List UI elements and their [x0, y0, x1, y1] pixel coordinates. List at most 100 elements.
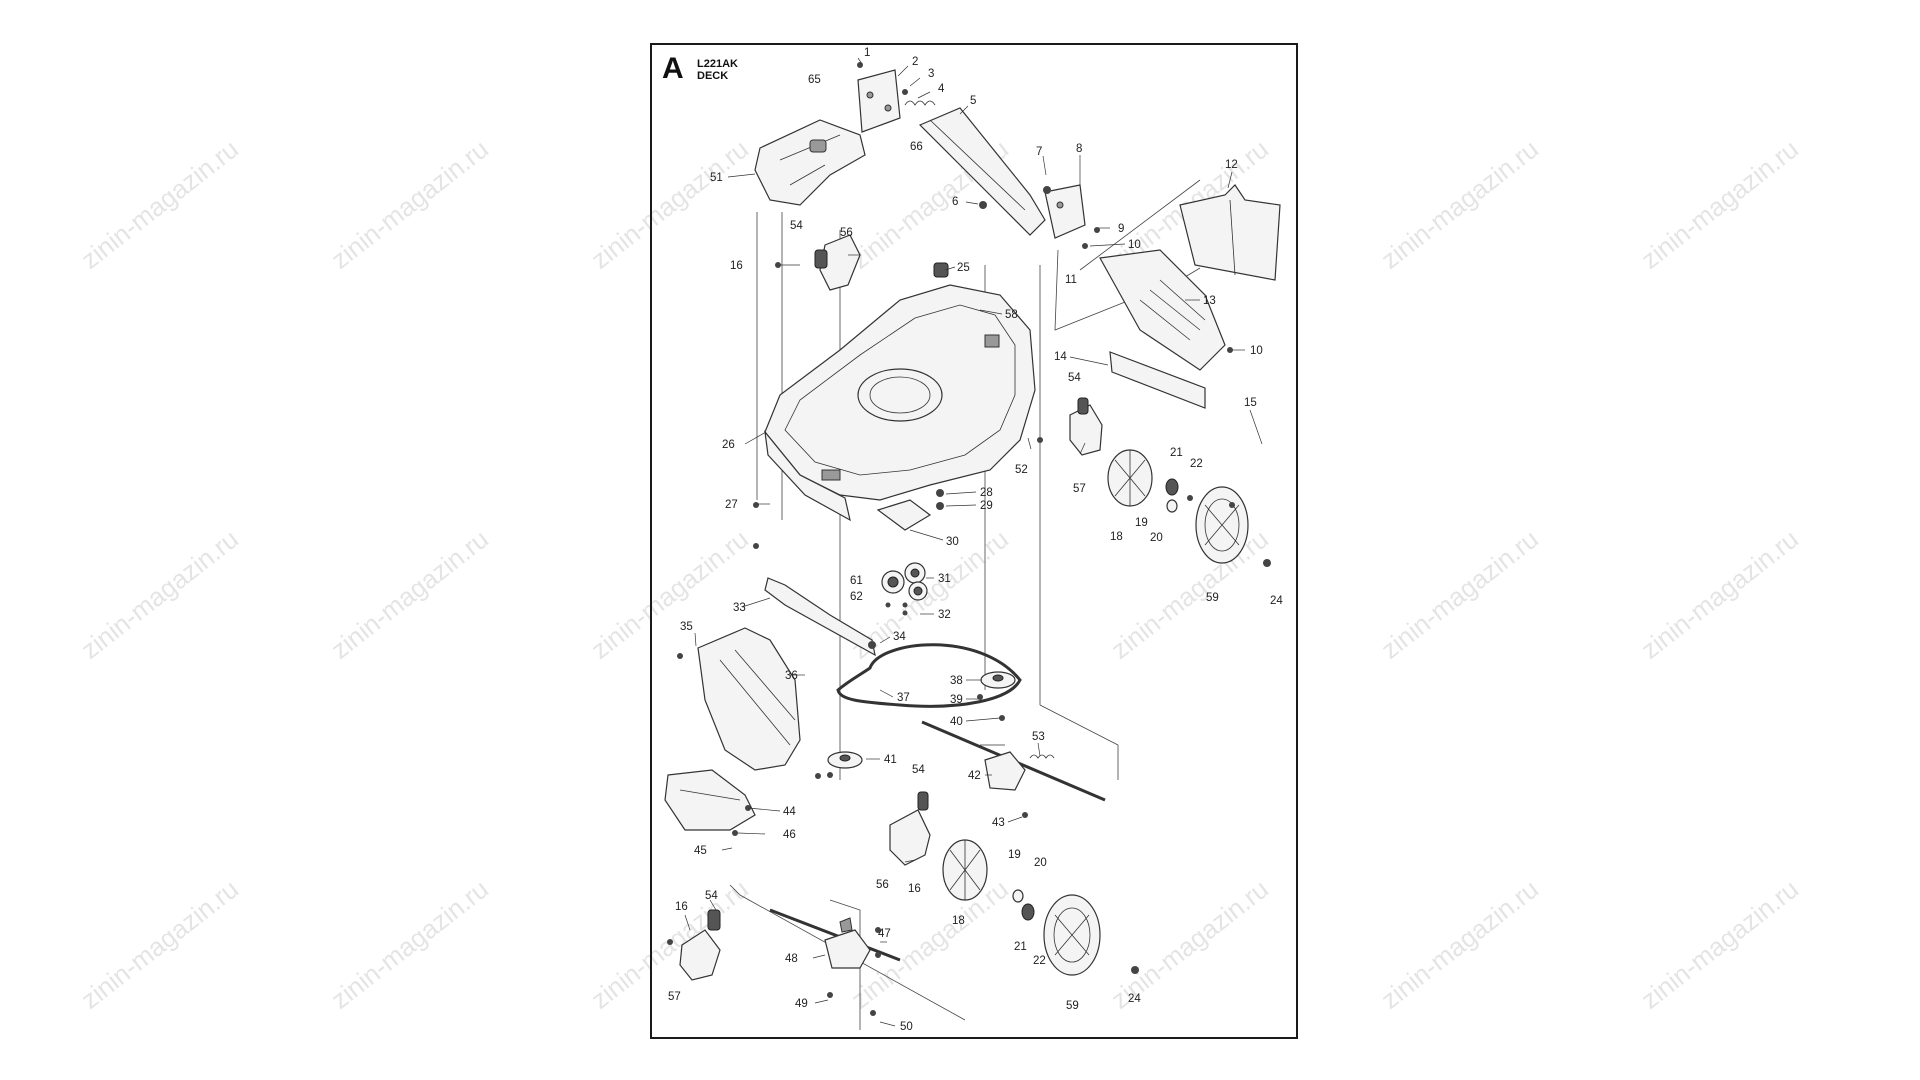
- rear-bushing: [1012, 889, 1035, 921]
- part-label: 21: [1014, 941, 1027, 953]
- spring: [904, 100, 936, 106]
- part-label: 43: [992, 817, 1005, 829]
- part-label: 13: [1203, 295, 1216, 307]
- part-label: 37: [897, 692, 910, 704]
- part-label: 53: [1032, 731, 1045, 743]
- part-label: 3: [928, 68, 934, 80]
- part-label: 56: [840, 227, 853, 239]
- part-label: 12: [1225, 159, 1238, 171]
- rear-flap: [664, 769, 756, 831]
- watermark: zinin-magazin.ru: [1375, 874, 1544, 1015]
- part-label: 58: [1005, 309, 1018, 321]
- part-label: 49: [795, 998, 808, 1010]
- handle: [918, 107, 1046, 236]
- part-label: 29: [980, 500, 993, 512]
- part-label: 36: [785, 670, 798, 682]
- part-label: 14: [1054, 351, 1067, 363]
- mower-deck: [764, 284, 1036, 522]
- rear-wheel-rim: [942, 839, 988, 901]
- part-label: 8: [1076, 143, 1082, 155]
- part-label: 5: [970, 95, 976, 107]
- part-label: 59: [1066, 1000, 1079, 1012]
- pulley-lower: [827, 751, 863, 769]
- part-label: 22: [1033, 955, 1046, 967]
- part-label: 15: [1244, 397, 1257, 409]
- watermark: zinin-magazin.ru: [1635, 874, 1804, 1015]
- diagram-frame: [650, 43, 1298, 1039]
- part-label: 66: [910, 141, 923, 153]
- model-number: L221AK: [697, 58, 738, 70]
- part-label: 6: [952, 196, 958, 208]
- part-label: 10: [1250, 345, 1263, 357]
- part-label: 7: [1036, 146, 1042, 158]
- watermark: zinin-magazin.ru: [1375, 524, 1544, 665]
- part-label: 28: [980, 487, 993, 499]
- part-label: 10: [1128, 239, 1141, 251]
- part-label: 11: [1065, 274, 1077, 286]
- part-label: 18: [952, 915, 965, 927]
- leader-lines: [684, 57, 1263, 1027]
- watermark: zinin-magazin.ru: [1375, 134, 1544, 275]
- part-label: 45: [694, 845, 707, 857]
- height-adjuster-front: [814, 234, 861, 291]
- top-cover: [754, 119, 866, 206]
- part-label: 31: [938, 573, 951, 585]
- part-label: 54: [705, 890, 718, 902]
- part-label: 20: [1034, 857, 1047, 869]
- front-height-adjuster: [1069, 397, 1103, 456]
- drive-belt: [836, 643, 1022, 708]
- watermark: zinin-magazin.ru: [75, 874, 244, 1015]
- part-label: 27: [725, 499, 738, 511]
- watermark: zinin-magazin.ru: [75, 524, 244, 665]
- blade-adapter: [876, 499, 932, 601]
- part-label: 57: [1073, 483, 1086, 495]
- part-label: 33: [733, 602, 746, 614]
- watermark: zinin-magazin.ru: [1635, 524, 1804, 665]
- part-label: 48: [785, 953, 798, 965]
- mulch-plate: [1109, 351, 1206, 409]
- handle-bracket-left: [857, 69, 901, 133]
- rear-axle: [921, 720, 1106, 802]
- part-label: 35: [680, 621, 693, 633]
- part-label: 46: [783, 829, 796, 841]
- section-letter: A: [662, 52, 684, 85]
- part-label: 47: [878, 928, 891, 940]
- part-label: 1: [864, 47, 870, 59]
- front-wheel-rim: [1107, 449, 1153, 507]
- part-label: 51: [710, 172, 723, 184]
- watermark: zinin-magazin.ru: [325, 874, 494, 1015]
- part-label: 16: [730, 260, 743, 272]
- part-label: 50: [900, 1021, 913, 1033]
- part-label: 2: [912, 56, 918, 68]
- blade: [764, 577, 876, 657]
- part-label: 22: [1190, 458, 1203, 470]
- part-label: 54: [1068, 372, 1081, 384]
- part-label: 52: [1015, 464, 1028, 476]
- watermark: zinin-magazin.ru: [1635, 134, 1804, 275]
- part-label: 20: [1150, 532, 1163, 544]
- part-label: 41: [884, 754, 897, 766]
- rear-height-adjuster: [889, 791, 931, 866]
- part-label: 59: [1206, 592, 1219, 604]
- part-label: 32: [938, 609, 951, 621]
- watermark: zinin-magazin.ru: [325, 524, 494, 665]
- deck-plug: [933, 262, 949, 278]
- part-label: 19: [1135, 517, 1148, 529]
- part-label: 24: [1128, 993, 1141, 1005]
- part-label: 54: [912, 764, 925, 776]
- part-label: 38: [950, 675, 963, 687]
- part-label: 40: [950, 716, 963, 728]
- part-label: 21: [1170, 447, 1183, 459]
- part-label: 4: [938, 83, 945, 95]
- part-label: 44: [783, 806, 796, 818]
- watermark: zinin-magazin.ru: [325, 134, 494, 275]
- part-label: 18: [1110, 531, 1123, 543]
- rear-guard: [697, 627, 801, 771]
- front-wheel-tire: [1195, 486, 1249, 564]
- grass-bag-frame: [1099, 249, 1226, 371]
- part-label: 19: [1008, 849, 1021, 861]
- part-label: 39: [950, 694, 963, 706]
- part-label: 16: [908, 883, 921, 895]
- rear-wheel-tire: [1043, 894, 1101, 976]
